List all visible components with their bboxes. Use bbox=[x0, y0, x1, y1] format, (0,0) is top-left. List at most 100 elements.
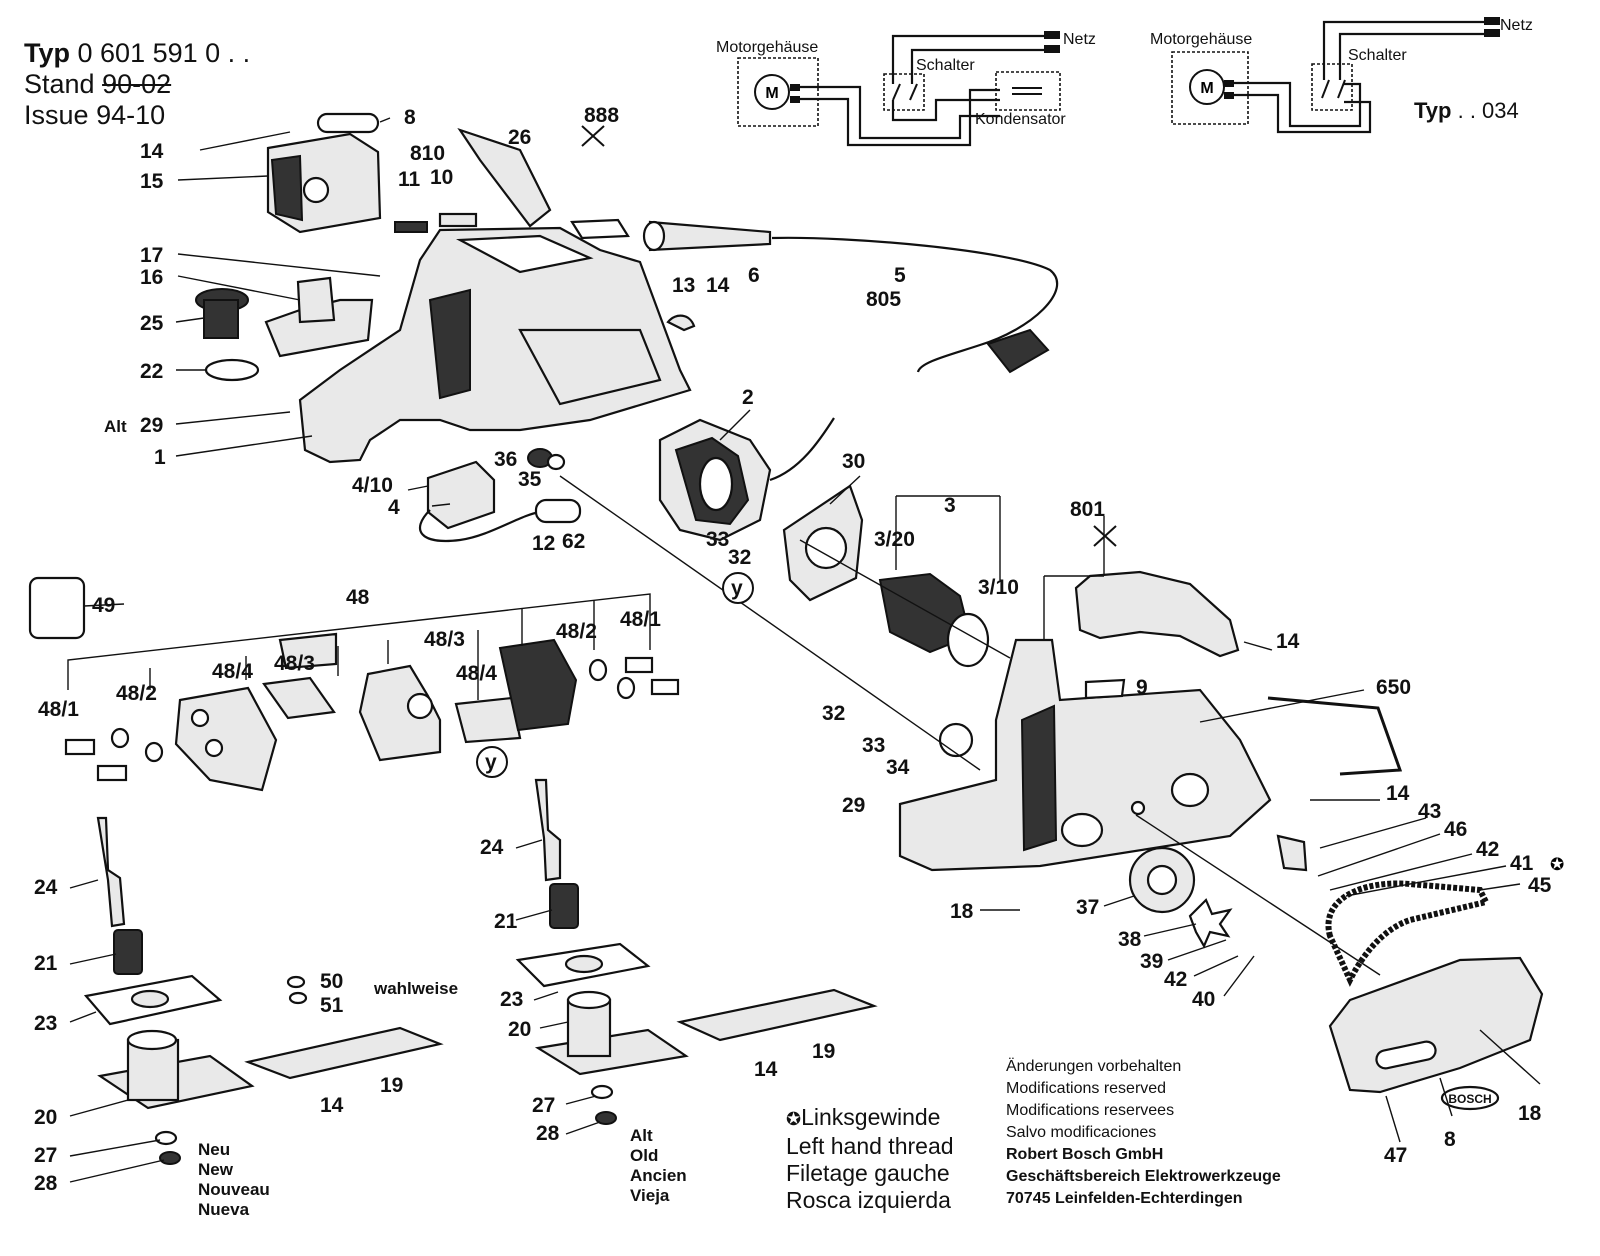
callout-22: 22 bbox=[140, 360, 163, 383]
type-label: Typ bbox=[24, 38, 70, 68]
callout-3-20: 3/20 bbox=[874, 528, 915, 551]
callout-19-a: 19 bbox=[380, 1074, 403, 1097]
callout-18-b: 18 bbox=[1518, 1102, 1542, 1125]
callout-51: 51 bbox=[320, 994, 344, 1017]
callout-46: 46 bbox=[1444, 818, 1467, 841]
version-new-fr: Nouveau bbox=[198, 1180, 270, 1199]
issue-label: Issue bbox=[24, 100, 89, 130]
callout-810: 810 bbox=[410, 142, 445, 165]
callout-49: 49 bbox=[92, 594, 115, 617]
callout-12: 12 bbox=[532, 532, 555, 555]
callout-29: 29 bbox=[140, 414, 163, 437]
wiring-2-type-label: Typ bbox=[1414, 98, 1452, 123]
switch-capacitor bbox=[419, 448, 582, 543]
callout-48-3-a: 48/3 bbox=[274, 652, 315, 675]
callout-41: 41 bbox=[1510, 852, 1534, 875]
callout-23-a: 23 bbox=[34, 1012, 57, 1035]
callout-40: 40 bbox=[1192, 988, 1215, 1011]
legend-line-de: Linksgewinde bbox=[801, 1104, 941, 1130]
callout-24-a: 24 bbox=[34, 876, 58, 899]
callout-29-b: 29 bbox=[842, 794, 865, 817]
callout-20-a: 20 bbox=[34, 1106, 57, 1129]
thread-legend: ✪Linksgewinde Left hand thread Filetage … bbox=[786, 1104, 954, 1214]
callout-wahlweise: wahlweise bbox=[373, 979, 458, 998]
left-thread-symbol: ✪ bbox=[786, 1109, 802, 1129]
version-old-labels: Alt Old Ancien Vieja bbox=[630, 1126, 687, 1206]
callout-24-b: 24 bbox=[480, 836, 504, 859]
version-old-fr: Ancien bbox=[630, 1166, 687, 1185]
callout-8-b: 8 bbox=[1444, 1128, 1456, 1151]
callout-805: 805 bbox=[866, 288, 901, 311]
stand-line: Stand 90-02 bbox=[24, 69, 250, 100]
callout-30: 30 bbox=[842, 450, 865, 473]
callout-37: 37 bbox=[1076, 896, 1099, 919]
callout-48-2-b: 48/2 bbox=[556, 620, 597, 643]
callout-18: 18 bbox=[950, 900, 974, 923]
note-es: Salvo modificaciones bbox=[1006, 1124, 1157, 1141]
callout-50: 50 bbox=[320, 970, 343, 993]
callout-14-b: 14 bbox=[706, 274, 730, 297]
callout-650: 650 bbox=[1376, 676, 1411, 699]
callout-1: 1 bbox=[154, 446, 166, 469]
version-old-de: Alt bbox=[630, 1126, 653, 1145]
wd1-mains: Netz bbox=[1063, 31, 1096, 48]
callout-17: 17 bbox=[140, 244, 163, 267]
armature bbox=[799, 539, 1011, 668]
callout-14-d: 14 bbox=[1386, 782, 1410, 805]
stand-label: Stand bbox=[24, 69, 95, 99]
callout-28-b: 28 bbox=[536, 1122, 560, 1145]
callout-33: 33 bbox=[706, 528, 729, 551]
callout-13: 13 bbox=[672, 274, 695, 297]
callout-3: 3 bbox=[944, 494, 956, 517]
callout-36: 36 bbox=[494, 448, 517, 471]
blade-head bbox=[28, 576, 680, 792]
callout-21-a: 21 bbox=[34, 952, 58, 975]
callout-14-e: 14 bbox=[320, 1094, 344, 1117]
legend-line-fr: Filetage gauche bbox=[786, 1160, 950, 1186]
callout-34: 34 bbox=[886, 756, 910, 779]
callout-4: 4 bbox=[388, 496, 400, 519]
callout-41-symbol: ✪ bbox=[1550, 855, 1564, 874]
callout-48-1-b: 48/1 bbox=[620, 608, 661, 631]
type-number: 0 601 591 0 . . bbox=[77, 38, 251, 68]
callout-42: 42 bbox=[1476, 838, 1499, 861]
wd1-capacitor: Kondensator bbox=[975, 111, 1066, 128]
callout-4-10: 4/10 bbox=[352, 474, 393, 497]
callout-48-1-a: 48/1 bbox=[38, 698, 79, 721]
callout-48-4-b: 48/4 bbox=[456, 662, 497, 685]
callout-21-b: 21 bbox=[494, 910, 518, 933]
callout-888: 888 bbox=[584, 104, 619, 127]
callout-6: 6 bbox=[748, 264, 760, 287]
callout-14-f: 14 bbox=[754, 1058, 778, 1081]
callout-14: 14 bbox=[140, 140, 164, 163]
stand-value: 90-02 bbox=[102, 69, 172, 99]
callout-39: 39 bbox=[1140, 950, 1163, 973]
callout-26: 26 bbox=[508, 126, 531, 149]
callout-35: 35 bbox=[518, 468, 542, 491]
callout-28-a: 28 bbox=[34, 1172, 58, 1195]
legend-line-es: Rosca izquierda bbox=[786, 1187, 951, 1213]
callout-48: 48 bbox=[346, 586, 370, 609]
callout-48-2-a: 48/2 bbox=[116, 682, 157, 705]
callout-2: 2 bbox=[742, 386, 754, 409]
callout-3-10: 3/10 bbox=[978, 576, 1019, 599]
callout-38: 38 bbox=[1118, 928, 1142, 951]
version-new-es: Nueva bbox=[198, 1200, 250, 1219]
wd2-motor-housing: Motorgehäuse bbox=[1150, 31, 1252, 48]
legend-line-en: Left hand thread bbox=[786, 1133, 954, 1159]
callout-27-a: 27 bbox=[34, 1144, 57, 1167]
wiring-2-type-value: . . 034 bbox=[1457, 98, 1519, 123]
wd1-switch: Schalter bbox=[916, 57, 975, 74]
issue-line: Issue 94-10 bbox=[24, 100, 250, 131]
callout-5: 5 bbox=[894, 264, 906, 287]
upper-housing-assembly bbox=[195, 112, 1059, 464]
note-de: Änderungen vorbehalten bbox=[1006, 1058, 1182, 1075]
callout-16: 16 bbox=[140, 266, 163, 289]
callout-43: 43 bbox=[1418, 800, 1441, 823]
wd1-motor-symbol: M bbox=[765, 85, 778, 102]
callout-47: 47 bbox=[1384, 1144, 1407, 1167]
callout-45: 45 bbox=[1528, 874, 1552, 897]
company-name: Robert Bosch GmbH bbox=[1006, 1146, 1164, 1163]
leader-lines bbox=[67, 117, 1541, 1183]
